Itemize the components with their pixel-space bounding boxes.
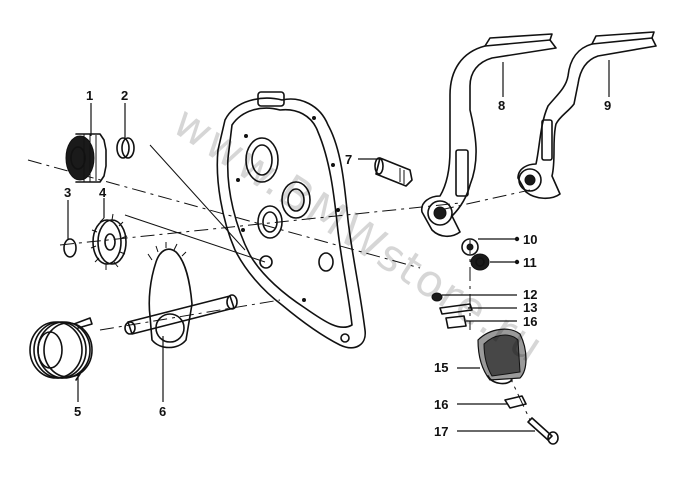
gear-hub-part-1 [65,133,107,183]
callout-5: 5 [74,404,81,419]
spring-part-5 [29,317,93,381]
callout-8: 8 [498,98,505,113]
callout-2: 2 [121,88,128,103]
rubber-cover-part-15 [477,328,527,385]
callout-leaders [67,60,610,432]
callout-17: 17 [434,424,448,439]
callout-7: 7 [345,152,352,167]
kick-shaft-part-6 [124,242,238,349]
kick-lever-part-8 [420,33,557,238]
clip-part-16-lower [504,395,527,409]
screw-part-12 [431,292,443,302]
nut-part-11 [470,253,490,271]
callout-12: 12 [523,287,537,302]
callout-9: 9 [604,98,611,113]
callout-15: 15 [434,360,448,375]
callout-labels: 1 2 3 4 5 6 7 8 9 10 11 12 13 16 15 16 1… [64,88,611,439]
circlip-part-3 [63,238,77,258]
shaft-pin-part-7 [374,157,413,187]
housing-cover [216,91,366,349]
callout-13: 13 [523,300,537,315]
callout-10: 10 [523,232,537,247]
watermark: www.BMWstore.ru [164,96,553,373]
kick-lever-part-9 [517,31,657,200]
clip-part-16-upper [445,315,467,329]
callout-16-upper: 16 [523,314,537,329]
assembly-axis-lines [27,144,531,421]
callout-16-lower: 16 [434,397,448,412]
callout-6: 6 [159,404,166,419]
gear-part-4 [90,213,128,270]
callout-11: 11 [523,255,537,270]
callout-1: 1 [86,88,93,103]
circlip-part-2 [116,137,135,159]
clip-part-13 [439,303,473,315]
washer-part-10 [461,238,479,256]
pin-part-17 [527,417,559,445]
callout-3: 3 [64,185,71,200]
callout-4: 4 [99,185,107,200]
